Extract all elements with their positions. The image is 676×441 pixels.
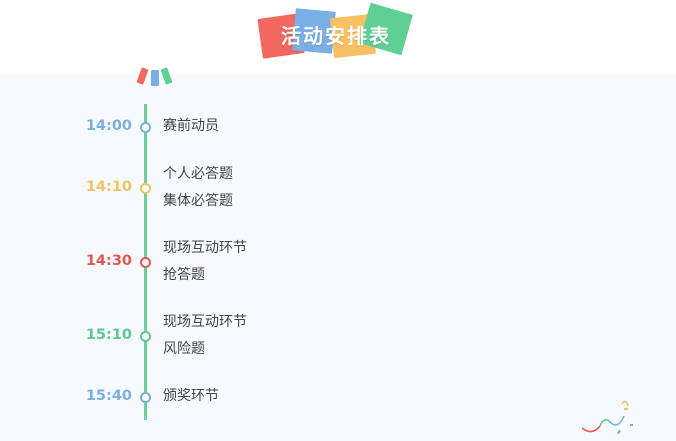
schedule-panel xyxy=(0,74,676,441)
timeline-desc: 个人必答题 集体必答题 xyxy=(163,161,233,215)
timeline-time: 15:10 xyxy=(85,327,132,343)
timeline-desc-line: 颁奖环节 xyxy=(163,388,219,404)
timeline-time: 14:30 xyxy=(85,253,132,269)
timeline-dot xyxy=(140,392,151,403)
timeline-dot xyxy=(140,122,151,133)
timeline-desc-line: 赛前动员 xyxy=(163,118,219,134)
confetti-icon xyxy=(581,400,633,435)
flag-green xyxy=(160,67,173,85)
timeline-desc-line: 现场互动环节 xyxy=(163,314,247,330)
timeline-dot xyxy=(140,331,151,342)
flags-decoration xyxy=(136,67,176,88)
timeline-time: 14:00 xyxy=(85,118,132,134)
timeline-desc-line: 抢答题 xyxy=(163,267,205,283)
timeline-desc-line: 现场互动环节 xyxy=(163,240,247,256)
page-title: 活动安排表 xyxy=(256,2,416,62)
timeline-desc-line: 个人必答题 xyxy=(163,166,233,182)
timeline-desc: 赛前动员 xyxy=(163,113,219,140)
timeline-dot xyxy=(140,257,151,268)
flag-red xyxy=(136,67,149,85)
timeline-desc: 颁奖环节 xyxy=(163,383,219,410)
page-title-text: 活动安排表 xyxy=(281,24,391,48)
timeline-desc: 现场互动环节 风险题 xyxy=(163,309,247,363)
flag-blue xyxy=(151,70,159,86)
timeline-time: 14:10 xyxy=(85,179,132,195)
header: 活动安排表 xyxy=(0,0,676,74)
timeline-time: 15:40 xyxy=(85,388,132,404)
timeline-desc-line: 风险题 xyxy=(163,341,205,357)
timeline-desc-line: 集体必答题 xyxy=(163,193,233,209)
timeline-dot xyxy=(140,183,151,194)
timeline-desc: 现场互动环节 抢答题 xyxy=(163,235,247,289)
